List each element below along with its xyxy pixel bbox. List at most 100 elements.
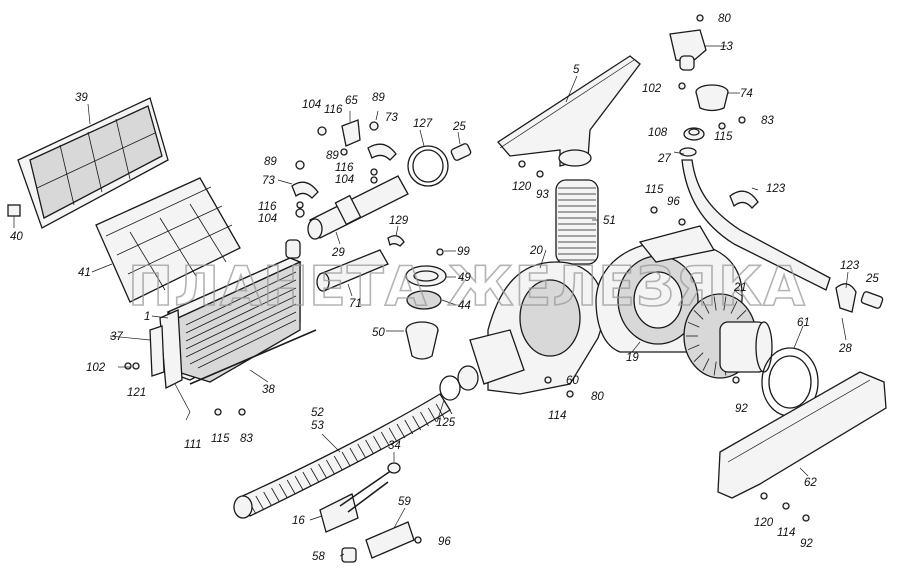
callout-27: 27 <box>657 153 671 165</box>
cover-62 <box>717 371 887 499</box>
pipe-27 <box>679 147 831 291</box>
hose-clamp-127 <box>407 145 449 187</box>
callout-16: 16 <box>292 515 305 527</box>
callout-41: 41 <box>78 267 91 279</box>
callout-92: 92 <box>800 538 813 550</box>
seal-strip-38 <box>189 329 317 385</box>
clamp-73-lower <box>291 181 319 199</box>
callout-60: 60 <box>566 375 579 387</box>
callout-73: 73 <box>385 112 398 124</box>
callout-73: 73 <box>262 175 275 187</box>
seal-ring-125 <box>439 375 461 401</box>
callout-120: 120 <box>512 181 532 193</box>
callout-102: 102 <box>642 83 662 95</box>
callout-71: 71 <box>349 298 362 310</box>
callout-38: 38 <box>262 384 275 396</box>
callout-125: 125 <box>436 417 456 429</box>
callout-5: 5 <box>573 64 580 76</box>
callout-40: 40 <box>10 231 23 243</box>
callout-19: 19 <box>626 352 639 364</box>
callout-99: 99 <box>457 246 470 258</box>
callout-104: 104 <box>302 99 321 111</box>
fitting-25-top <box>450 143 472 161</box>
heater-core <box>159 239 302 421</box>
callout-123: 123 <box>840 260 860 272</box>
clip-129 <box>387 235 405 247</box>
callout-labels: 80 13 5 102 74 83 108 115 27 123 39 40 6… <box>10 13 879 563</box>
callout-127: 127 <box>413 118 433 130</box>
callout-96: 96 <box>438 536 451 548</box>
callout-21: 21 <box>733 282 747 294</box>
callout-115: 115 <box>645 184 664 196</box>
clamp-123-lower <box>835 283 857 313</box>
valve-13 <box>669 29 707 71</box>
callout-83: 83 <box>761 115 774 127</box>
callout-74: 74 <box>740 88 753 100</box>
callout-96: 96 <box>667 196 680 208</box>
callout-115: 115 <box>714 131 733 143</box>
callout-115: 115 <box>211 433 230 445</box>
label-plate-59 <box>365 521 415 559</box>
callout-80: 80 <box>591 391 604 403</box>
callout-52: 52 <box>311 407 324 419</box>
callout-114: 114 <box>548 410 566 422</box>
fitting-25-right <box>860 291 884 309</box>
callout-51: 51 <box>603 215 616 227</box>
bracket-37 <box>149 325 165 377</box>
callout-121: 121 <box>127 387 146 399</box>
callout-37: 37 <box>110 331 123 343</box>
callout-65: 65 <box>345 95 358 107</box>
callout-83: 83 <box>240 433 253 445</box>
pipe-71 <box>316 249 389 292</box>
callout-1: 1 <box>144 311 150 323</box>
callout-116: 116 <box>324 104 343 116</box>
filter-frame <box>7 97 169 229</box>
callout-34: 34 <box>388 440 401 452</box>
flange-49 <box>405 265 447 287</box>
air-duct-5 <box>497 55 641 167</box>
callout-89: 89 <box>326 150 339 162</box>
adapter-50 <box>405 321 439 360</box>
pipe-29 <box>307 175 409 240</box>
callout-116: 116 <box>258 201 277 213</box>
callout-39: 39 <box>75 92 88 104</box>
callout-29: 29 <box>331 247 345 259</box>
callout-59: 59 <box>398 496 411 508</box>
callout-61: 61 <box>797 317 810 329</box>
callout-13: 13 <box>720 41 733 53</box>
bracket-65 <box>341 119 361 147</box>
callout-92: 92 <box>735 403 748 415</box>
callout-50: 50 <box>372 327 385 339</box>
callout-111: 111 <box>184 439 201 451</box>
callout-123: 123 <box>766 183 786 195</box>
callout-93: 93 <box>536 189 549 201</box>
callout-102: 102 <box>86 362 106 374</box>
callout-80: 80 <box>718 13 731 25</box>
callout-62: 62 <box>804 477 817 489</box>
callout-49: 49 <box>458 272 471 284</box>
watermark: ПЛАНЕТА ЖЕЛЕЗЯКА <box>128 255 806 318</box>
callout-28: 28 <box>838 343 852 355</box>
bellows-51 <box>555 179 599 265</box>
callout-104: 104 <box>258 213 277 225</box>
fan-motor <box>683 293 773 379</box>
small-fasteners-right <box>124 14 810 544</box>
knob-58 <box>341 547 357 563</box>
clamp-123-upper <box>729 190 759 209</box>
callout-25: 25 <box>865 273 879 285</box>
clamp-73-upper <box>367 143 397 161</box>
callout-89: 89 <box>372 92 385 104</box>
small-fasteners-left <box>295 121 444 256</box>
sleeve-74 <box>695 84 729 112</box>
corrugated-hose <box>233 393 453 519</box>
callout-58: 58 <box>312 551 325 563</box>
callout-53: 53 <box>311 420 324 432</box>
filter-mesh <box>95 177 241 303</box>
callout-44: 44 <box>458 300 471 312</box>
callout-20: 20 <box>529 245 543 257</box>
callout-129: 129 <box>389 215 409 227</box>
nut-108 <box>683 127 705 141</box>
blower-housing-20 <box>457 261 605 395</box>
callout-108: 108 <box>648 127 668 139</box>
